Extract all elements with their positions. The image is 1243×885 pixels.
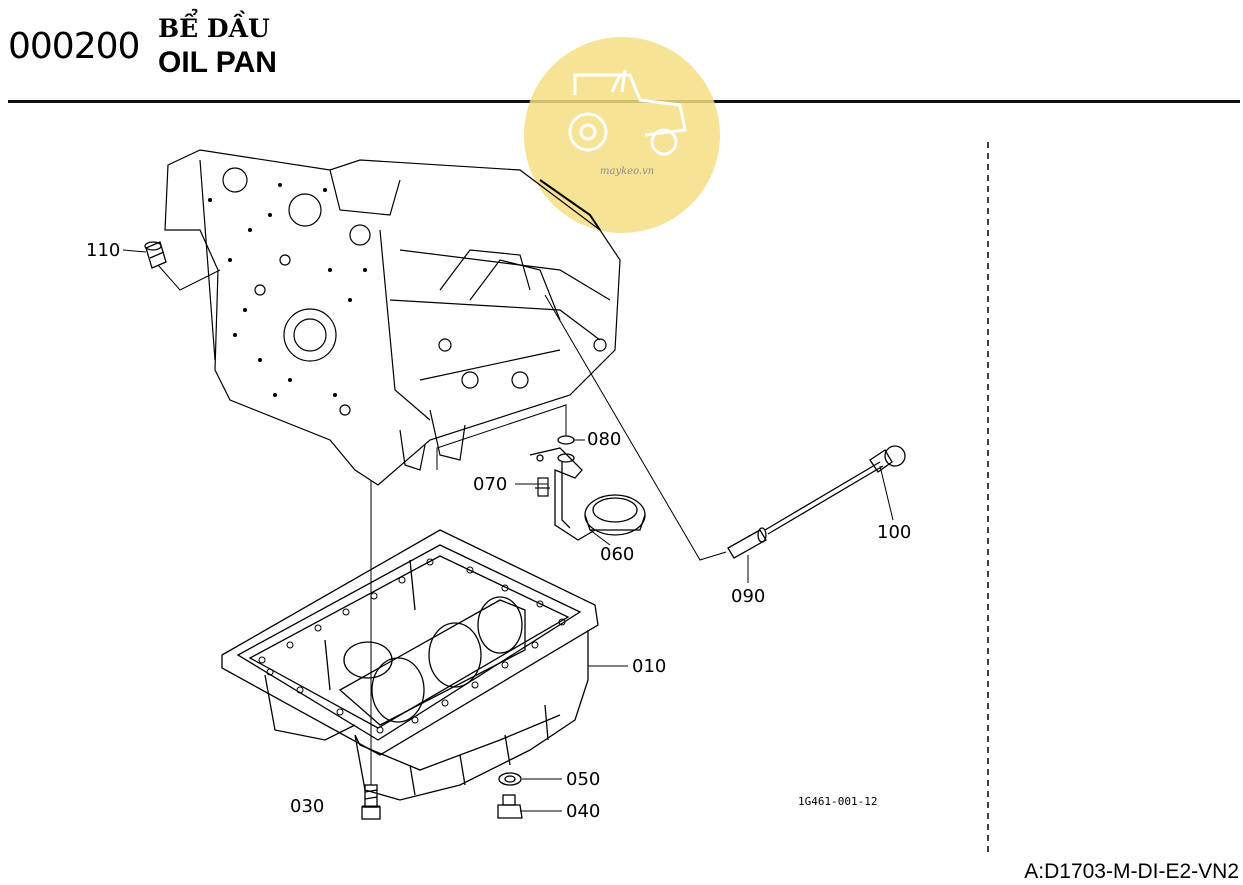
section-code: 000200 (8, 26, 140, 67)
dipstick-guide-090 (727, 527, 767, 559)
plug-110 (144, 241, 167, 269)
part-label-030: 030 (290, 796, 324, 817)
oil-pan-bolt-holes (258, 558, 566, 734)
watermark-text: maykeo.vn (600, 166, 654, 177)
watermark-logo: maykeo.vn (524, 37, 720, 233)
part-label-040: 040 (566, 801, 600, 822)
part-label-050: 050 (566, 769, 600, 790)
washer-050 (498, 772, 522, 786)
part-label-010: 010 (632, 656, 666, 677)
drain-plug-040 (497, 794, 523, 819)
part-label-060: 060 (600, 544, 634, 565)
bolt-030 (361, 784, 381, 820)
o-ring-080 (557, 435, 575, 445)
section-title-english: OIL PAN (158, 46, 277, 79)
engine-dots (208, 183, 367, 397)
part-label-110: 110 (86, 240, 120, 261)
part-label-100: 100 (877, 522, 911, 543)
part-label-090: 090 (731, 586, 765, 607)
dipstick-leader (544, 294, 727, 561)
drawing-reference: 1G461-001-12 (798, 795, 877, 808)
oil-pan-010 (221, 529, 599, 801)
model-code: A:D1703-M-DI-E2-VN2 (1024, 860, 1239, 883)
oil-strainer-060 (529, 447, 646, 541)
part-label-080: 080 (587, 429, 621, 450)
engine-block (164, 149, 621, 486)
dipstick-100 (764, 445, 906, 535)
bolt-070 (535, 477, 550, 497)
section-title-vietnamese: BỂ DẦU (158, 14, 270, 43)
label-leaders (122, 249, 894, 812)
plug-leader (157, 264, 221, 291)
strainer-leader (436, 404, 567, 470)
part-label-070: 070 (473, 474, 507, 495)
